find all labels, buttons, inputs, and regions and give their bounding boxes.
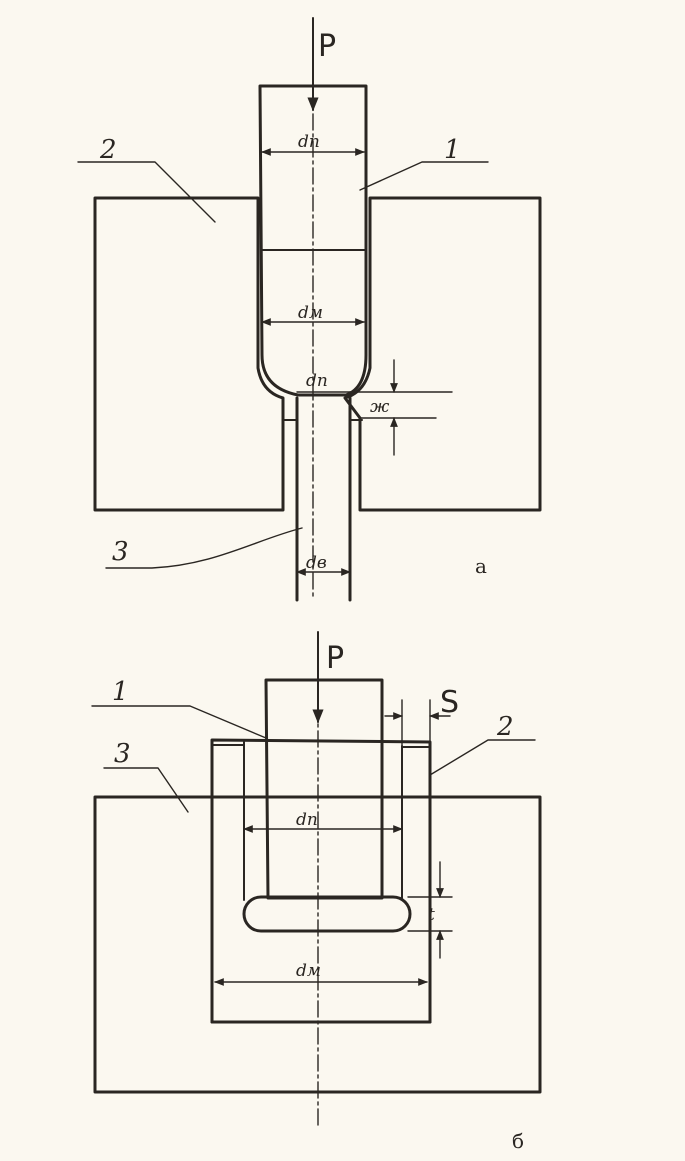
- cup-inner-wall: [243, 741, 403, 901]
- leader-2-a: [77, 161, 216, 223]
- product-rod-a: [295, 396, 352, 602]
- figure-b: P dп dм S t 1 2 3 б: [91, 631, 542, 1153]
- dim-label-dv: dв: [306, 553, 327, 573]
- punch-a: [258, 84, 368, 397]
- label-1-a: 1: [444, 135, 461, 165]
- punch-b: [264, 678, 384, 900]
- leader-1-a: [359, 161, 489, 191]
- label-1-b: 1: [112, 677, 129, 707]
- cup-b: [210, 738, 432, 1024]
- figure-a: P dп dм dп dв ж 1 2 3 а: [77, 17, 542, 602]
- caption-a: а: [475, 554, 487, 578]
- leader-2-b: [429, 739, 536, 776]
- die-a: [93, 196, 542, 512]
- dim-label-dp-b: dп: [296, 810, 318, 830]
- dim-label-dm-b: dм: [296, 961, 321, 981]
- force-label-b: P: [326, 641, 344, 676]
- label-3-b: 3: [114, 739, 131, 769]
- caption-b: б: [512, 1129, 524, 1153]
- force-label-a: P: [318, 29, 336, 64]
- leader-3-b: [103, 767, 189, 813]
- leader-3-a: [105, 527, 303, 569]
- dim-label-dm: dм: [298, 303, 323, 323]
- dim-label-dp: dп: [298, 132, 320, 152]
- label-3-a: 3: [112, 537, 129, 567]
- dim-label-t: t: [428, 905, 435, 925]
- label-2-a: 2: [99, 135, 117, 165]
- dim-label-s: S: [440, 685, 459, 720]
- leader-1-b: [91, 705, 267, 739]
- dim-label-neck: dп: [306, 371, 328, 391]
- dim-label-offset: ж: [370, 397, 390, 417]
- blank-b: [242, 895, 412, 933]
- label-2-b: 2: [496, 712, 514, 742]
